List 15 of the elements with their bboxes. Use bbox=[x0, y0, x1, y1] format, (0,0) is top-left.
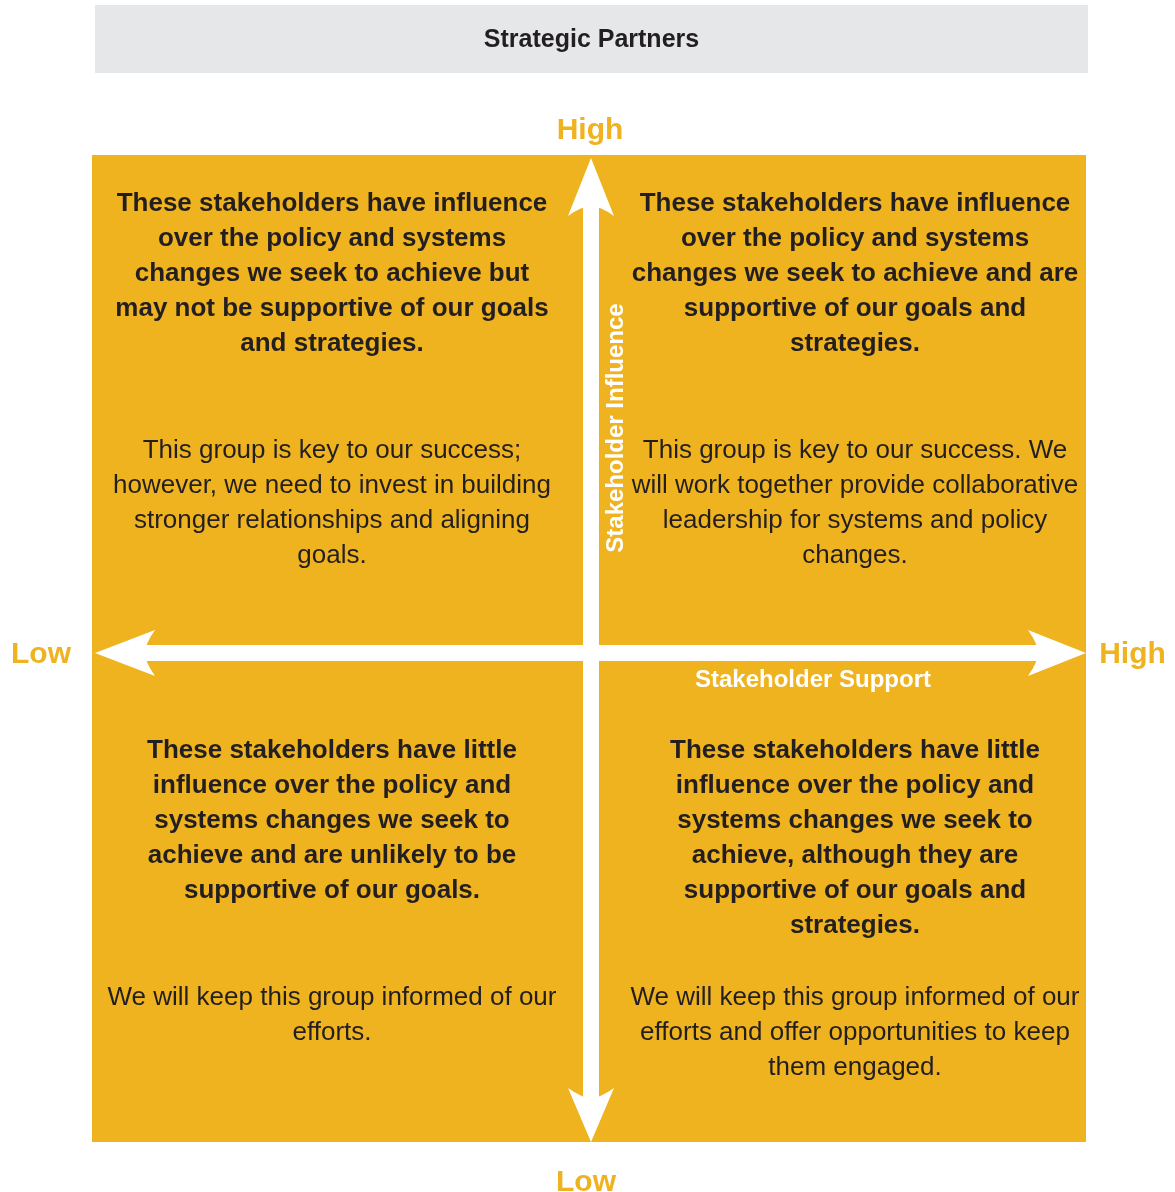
quadrant-heading: These stakeholders have little influence over the policy and systems changes we seek to achieve, although they are supportive of our goals and strategies. bbox=[669, 733, 1041, 941]
axis-end-label: Low bbox=[10, 635, 72, 671]
quadrant-description: This group is key to our success; however, we need to invest in building stronger relationships and aligning goals. bbox=[112, 433, 552, 571]
axis-end-label: High bbox=[1098, 635, 1167, 671]
quadrant-description: We will keep this group informed of our efforts. bbox=[107, 980, 557, 1048]
axis-end-label: Low bbox=[555, 1163, 617, 1192]
title-banner: Strategic Partners bbox=[95, 5, 1088, 73]
quadrant-heading: These stakeholders have influence over the policy and systems changes we seek to achieve but may not be supportive of our goals and strategies. bbox=[114, 186, 550, 359]
axis-title: Stakeholder Influence bbox=[600, 303, 629, 553]
quadrant-heading: These stakeholders have little influence over the policy and systems changes we seek to achieve and are unlikely to be supportive of our goals. bbox=[146, 733, 518, 906]
quadrant-description: This group is key to our success. We will work together provide collaborative leadership for systems and policy changes. bbox=[630, 433, 1080, 571]
quadrant-heading: These stakeholders have influence over the policy and systems changes we seek to achieve and are supportive of our goals and strategies. bbox=[630, 186, 1080, 359]
axis-title: Stakeholder Support bbox=[694, 664, 932, 694]
quadrant-description: We will keep this group informed of our efforts and offer opportunities to keep them engaged. bbox=[630, 980, 1080, 1083]
axis-end-label: High bbox=[555, 111, 625, 147]
